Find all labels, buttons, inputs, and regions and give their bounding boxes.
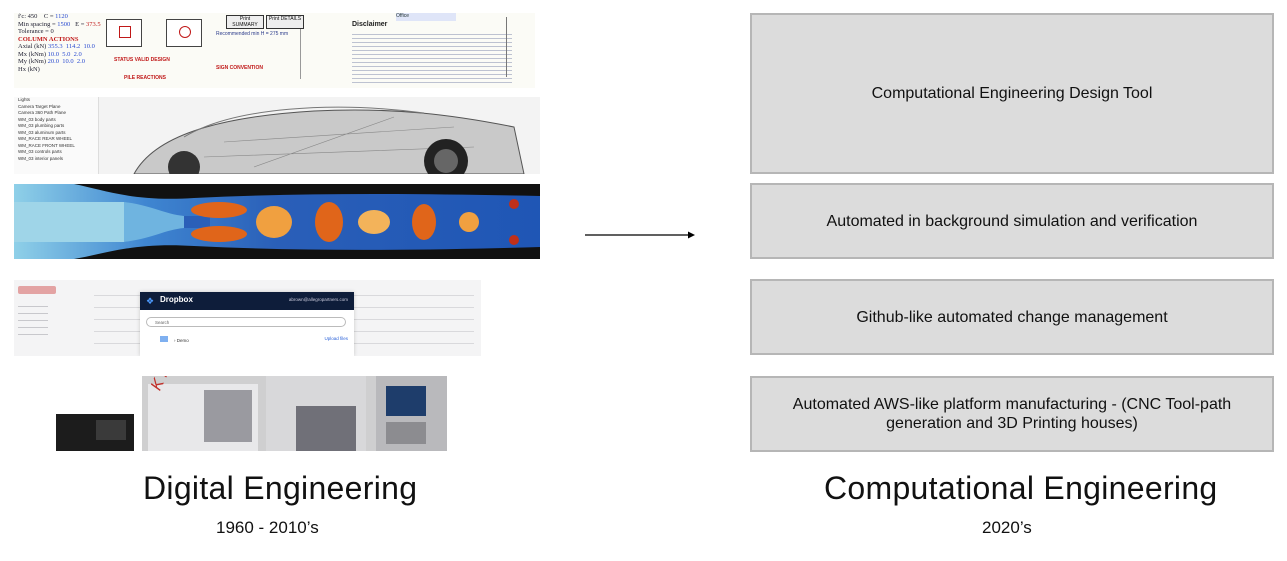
sign-convention-label: SIGN CONVENTION [216, 65, 263, 71]
car-cad-image: Lights Camera Target Plane Camera 360 Pa… [14, 97, 540, 174]
plot-diagram [106, 19, 142, 47]
dropbox-search: Search [146, 317, 346, 327]
spreadsheet-image: f'c: 450 C = 1120 Min spacing = 1500 E =… [14, 13, 535, 88]
feature-box-simulation: Automated in background simulation and v… [750, 183, 1274, 259]
key-diagram [166, 19, 202, 47]
dropbox-brand: Dropbox [160, 295, 193, 304]
cnc-machine-image: K mill 8 [56, 376, 447, 451]
feature-label: Computational Engineering Design Tool [871, 85, 1153, 102]
feature-label: Github-like automated change management [856, 308, 1168, 326]
folder-icon [160, 336, 168, 342]
cad-tree: Lights Camera Target Plane Camera 360 Pa… [14, 97, 99, 174]
dropbox-modal: ❖ Dropbox abrown@allegropartners.com Sea… [140, 292, 354, 356]
feature-box-design-tool: Computational Engineering Design Tool [750, 13, 1274, 174]
dropbox-icon: ❖ [146, 296, 155, 306]
cfd-simulation-image [14, 184, 540, 259]
car-wireframe [133, 106, 525, 174]
pile-reactions-label: PILE REACTIONS [124, 75, 166, 81]
feature-label: Automated AWS-like platform manufacturin… [792, 396, 1232, 432]
print-details-button: Print DETAILS [266, 15, 304, 29]
right-subtitle: 2020’s [982, 518, 1032, 537]
office-cell: Office [396, 13, 456, 21]
dropbox-screenshot-image: ❖ Dropbox abrown@allegropartners.com Sea… [14, 280, 481, 356]
print-summary-button: Print SUMMARY [226, 15, 264, 29]
left-subtitle: 1960 - 2010’s [216, 518, 319, 537]
feature-box-manufacturing: Automated AWS-like platform manufacturin… [750, 376, 1274, 452]
feature-label: Automated in background simulation and v… [826, 212, 1198, 230]
left-title: Digital Engineering [143, 470, 418, 506]
dropbox-email: abrown@allegropartners.com [288, 297, 348, 302]
right-title: Computational Engineering [824, 470, 1218, 506]
dropbox-folder-row: › Demo [146, 336, 189, 343]
status-text: STATUS VALID DESIGN [114, 57, 170, 63]
transition-arrow [585, 231, 695, 239]
feature-box-change-management: Github-like automated change management [750, 279, 1274, 355]
dropbox-upload-link: Upload files [324, 336, 348, 341]
disclaimer-heading: Disclaimer [352, 21, 388, 28]
